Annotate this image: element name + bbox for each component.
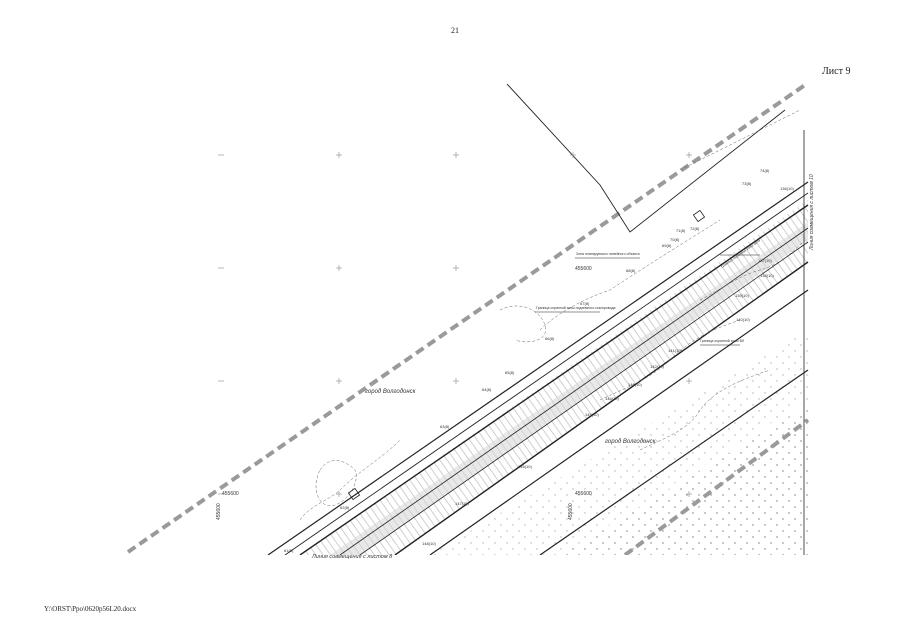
point-label: 61(8) (284, 548, 294, 553)
coord-label: 455600 (575, 491, 592, 497)
corridor-line-3 (299, 204, 809, 555)
page-number: 21 (451, 26, 459, 35)
callout-note: Граница охранной зоны ВЛ (700, 339, 745, 343)
property-boundary (506, 83, 786, 233)
point-label: 142(10) (650, 364, 664, 369)
point-label: 66(8) (545, 336, 555, 341)
point-label: 70(8) (670, 237, 680, 242)
point-label: 138(10) (760, 273, 774, 278)
corridor-hatch-2 (330, 222, 808, 555)
town-label: город Волгодонск (365, 389, 417, 395)
point-label: 65(8) (505, 370, 515, 375)
contour-5 (599, 319, 741, 401)
point-label: 73(8) (742, 181, 752, 186)
boundary-dashed-upper (126, 83, 807, 554)
point-label: 145(10) (585, 412, 599, 417)
contour-4 (315, 460, 357, 506)
point-label: 140(10) (736, 317, 750, 322)
corridor-line-2 (284, 192, 809, 555)
point-label: 141(10) (668, 348, 682, 353)
contour-8 (679, 109, 801, 171)
file-path: Y:\ORST\Ppo\0620p56L20.docx (44, 605, 137, 613)
point-label: 148(10) (422, 541, 436, 546)
contour-2 (539, 219, 721, 331)
contour-1 (299, 439, 401, 521)
corridor-line-5 (359, 241, 809, 555)
corridor-line-6 (394, 261, 809, 555)
match-line-label: Линия совмещения с листом 8 (311, 554, 393, 560)
point-label: 62(8) (340, 505, 350, 510)
point-label: 144(10) (605, 396, 619, 401)
marker-box-right (692, 209, 706, 223)
corridor-hatch (300, 200, 808, 555)
town-label: город Волгодонск (605, 439, 657, 445)
point-label: 146(10) (518, 464, 532, 469)
grid-ticks (218, 152, 692, 497)
contour-7 (499, 305, 547, 343)
point-label: 147(10) (455, 501, 469, 506)
callout-note: Граница охранной зоны подземного газопро… (536, 306, 615, 310)
point-label: 136(10) (780, 186, 794, 191)
point-label: 63(8) (440, 424, 450, 429)
point-label: 69(8) (662, 243, 672, 248)
corridor-line-7 (429, 289, 809, 555)
match-line-label: Линия совмещения с листом 10 (809, 174, 815, 251)
callout-note: Зона планируемого линейного объекта (576, 252, 640, 256)
contour-3 (699, 239, 806, 301)
boundary-dashed-lower (623, 418, 810, 555)
point-label: 74(8) (760, 168, 770, 173)
point-label: 72(8) (690, 226, 700, 231)
dotted-zone (560, 405, 808, 555)
point-label: 68(8) (626, 268, 636, 273)
sheet-label: Лист 9 (822, 66, 851, 77)
marker-box-left (347, 487, 361, 501)
point-label: 67(8) (580, 301, 590, 306)
coord-label: 455600 (222, 491, 239, 497)
point-label: 64(8) (482, 387, 492, 392)
coord-label-vertical: 455600 (568, 503, 574, 520)
coord-label: 455600 (575, 266, 592, 272)
point-label: 71(8) (676, 228, 686, 233)
point-label: 139(10) (735, 293, 749, 298)
point-label: 143(10) (628, 382, 642, 387)
corridor-line-8 (539, 369, 809, 555)
dotted-zone-2 (430, 330, 808, 555)
coord-label-vertical: 455600 (216, 503, 222, 520)
corridor-line-4 (339, 227, 809, 555)
point-label: 137(10) (758, 258, 772, 263)
